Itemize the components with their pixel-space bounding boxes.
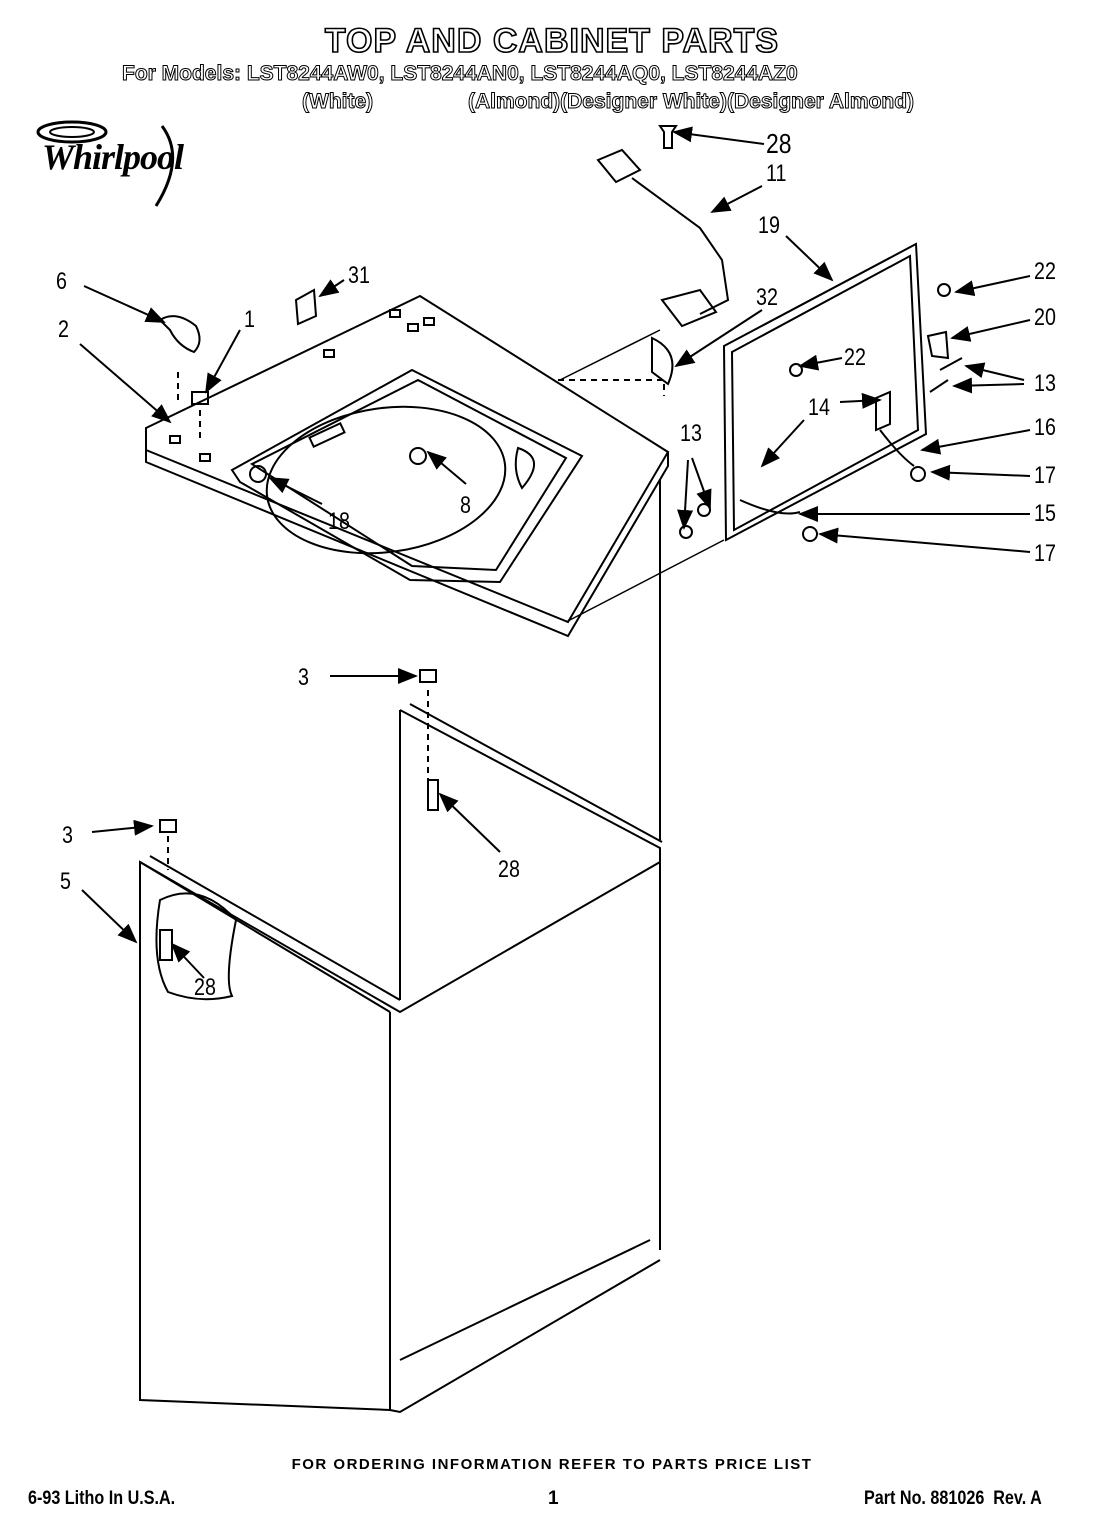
callout-28-low: 28	[194, 974, 216, 1001]
callout-19: 19	[758, 212, 780, 239]
hardware-parts	[158, 125, 963, 961]
page-title: TOP AND CABINET PARTS	[324, 21, 780, 61]
callout-18: 18	[328, 508, 350, 535]
page-number: 1	[548, 1488, 559, 1509]
clip-1	[191, 391, 209, 405]
knob-22-inner	[789, 363, 803, 377]
clip-3-lower	[159, 819, 177, 833]
color-white-label: (White)	[301, 90, 374, 114]
color-other-labels: (Almond)(Designer White)(Designer Almond…	[467, 90, 915, 114]
callout-17-lower: 17	[1034, 540, 1056, 567]
screw-28-low	[159, 929, 173, 961]
callout-15: 15	[1034, 500, 1056, 527]
lamp-32	[651, 336, 674, 386]
callout-28-mid: 28	[498, 856, 520, 883]
callout-14: 14	[808, 394, 830, 421]
alignment-lines	[167, 372, 665, 870]
tube-15	[739, 499, 801, 515]
callout-3-lower: 3	[62, 822, 73, 849]
washer-top-panel	[145, 294, 670, 638]
callout-13-left: 13	[680, 420, 702, 447]
screw-13-left-b	[679, 525, 693, 539]
callout-16: 16	[1034, 414, 1056, 441]
callout-13-right: 13	[1034, 370, 1056, 397]
models-line: For Models: LST8244AW0, LST8244AN0, LST8…	[122, 62, 799, 86]
whirlpool-logo-text: Whirlpool	[42, 137, 184, 177]
callout-2: 2	[58, 316, 69, 343]
screw-8	[409, 447, 427, 465]
clip-31	[294, 288, 318, 326]
drain-18	[249, 465, 267, 483]
clip-3-upper	[419, 669, 437, 683]
litho-note: 6-93 Litho In U.S.A.	[28, 1488, 176, 1509]
clip-20	[926, 330, 950, 360]
top-panel-slots	[169, 309, 435, 462]
callout-31: 31	[348, 262, 370, 289]
nut-17-upper	[910, 466, 926, 482]
callout-1: 1	[244, 306, 255, 333]
callout-5: 5	[60, 868, 71, 895]
callout-3-upper: 3	[298, 664, 309, 691]
callout-22-inner: 22	[844, 344, 866, 371]
cabinet-cutaway	[155, 892, 238, 1001]
callout-22-right: 22	[1034, 258, 1056, 285]
bracket-14	[875, 390, 891, 432]
part-number: Part No. 881026 Rev. A	[864, 1488, 1042, 1509]
callout-8: 8	[460, 492, 471, 519]
ordering-info: FOR ORDERING INFORMATION REFER TO PARTS …	[291, 1456, 813, 1473]
knob-22	[937, 283, 951, 297]
callout-32: 32	[756, 284, 778, 311]
callout-20: 20	[1034, 304, 1056, 331]
screw-28-mid	[427, 779, 439, 811]
callout-17-upper: 17	[1034, 462, 1056, 489]
nut-17-lower	[802, 526, 818, 542]
tube-16	[879, 429, 915, 467]
console-panel	[722, 242, 928, 542]
leader-arrows	[79, 126, 1031, 979]
screw-13-left-a	[697, 503, 711, 517]
callout-28-top: 28	[766, 128, 792, 159]
wire-harness	[596, 148, 730, 328]
callout-11: 11	[766, 160, 787, 187]
hose-13	[929, 357, 963, 393]
whirlpool-logo	[36, 120, 175, 207]
cabinet	[139, 480, 663, 1414]
clip-6	[158, 315, 201, 354]
callout-6: 6	[56, 268, 67, 295]
screw-28-top	[658, 125, 678, 149]
